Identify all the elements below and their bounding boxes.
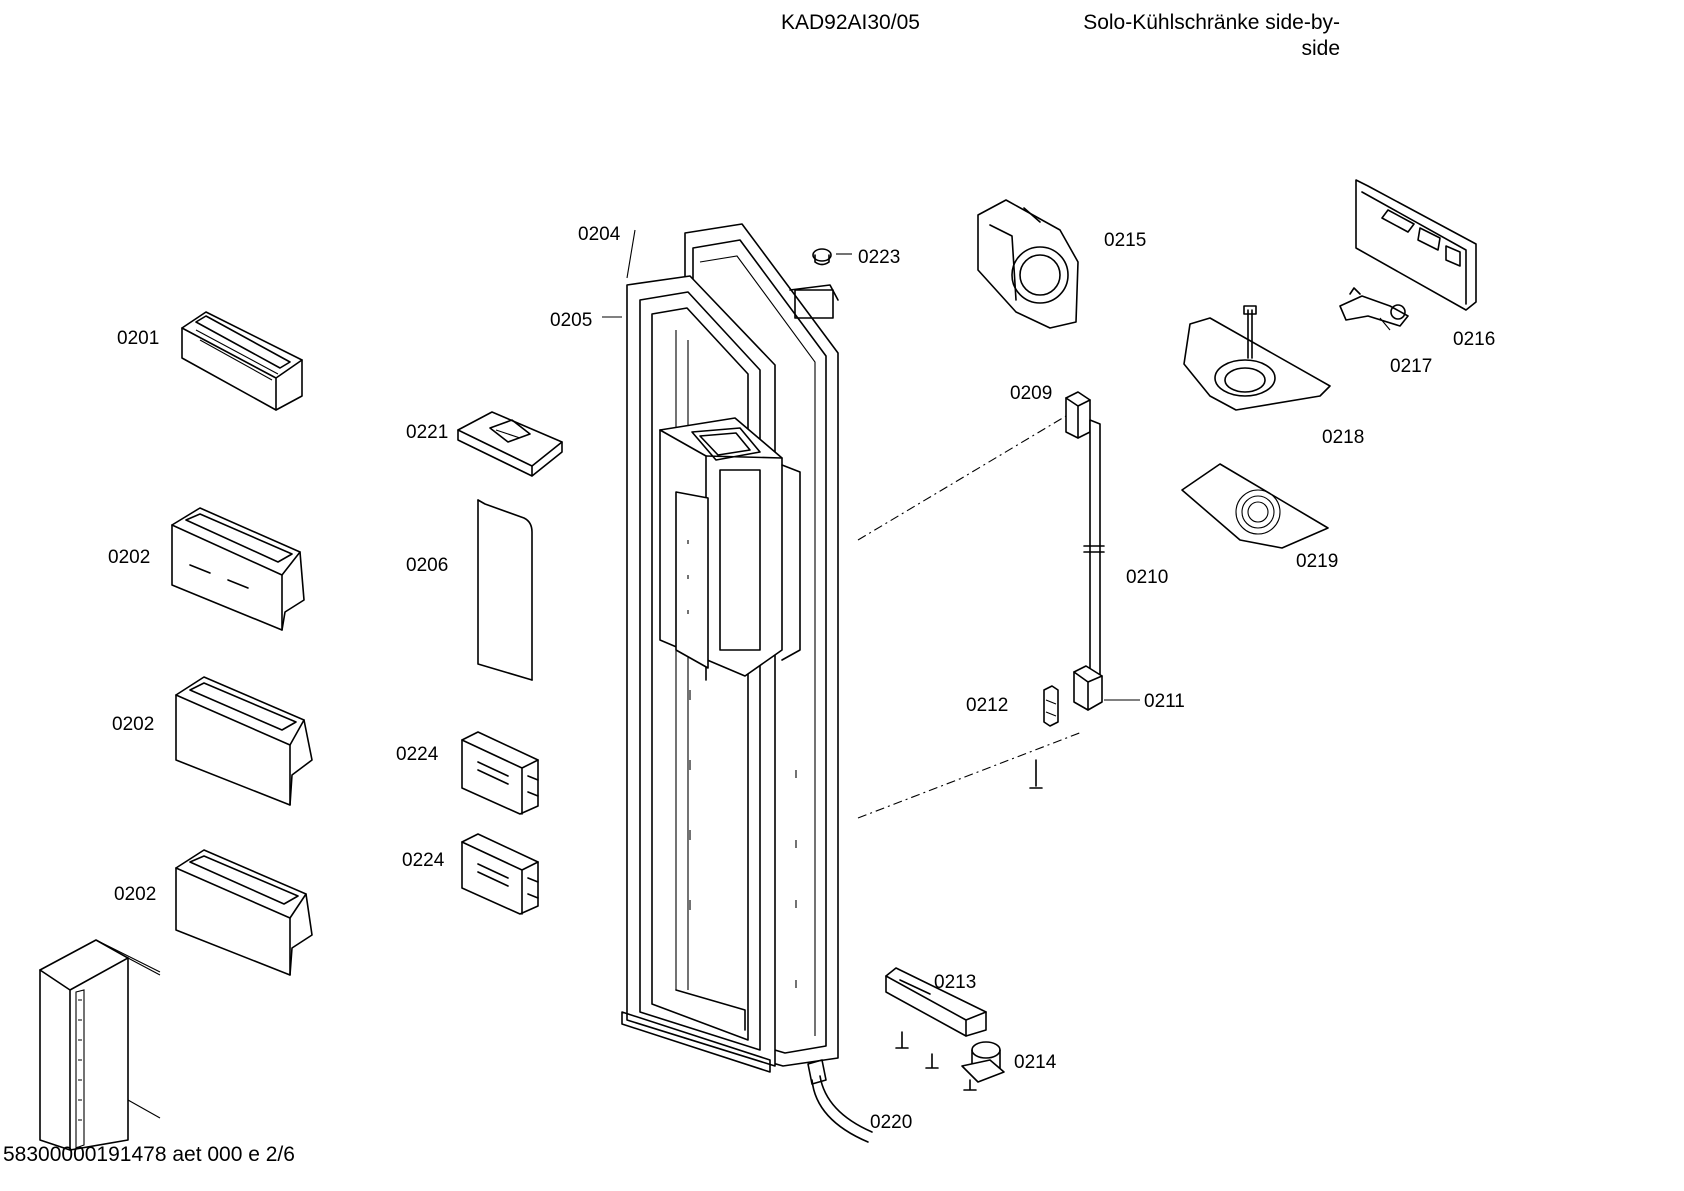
document-title-line-1: Solo-Kühlschränke side-by-	[1083, 11, 1340, 34]
callout-0214: 0214	[1014, 1052, 1057, 1073]
callout-0216: 0216	[1453, 329, 1495, 350]
callout-0223: 0223	[858, 247, 900, 268]
callout-0213: 0213	[934, 972, 976, 993]
hinge-part-0217	[1339, 287, 1409, 327]
cover-0224-top	[461, 731, 539, 815]
callout-0202-top: 0202	[108, 547, 150, 568]
plug-0223	[812, 248, 832, 266]
callout-0217: 0217	[1390, 356, 1432, 377]
door-shelf-0201	[181, 311, 303, 411]
callout-0211: 0211	[1144, 691, 1185, 712]
callout-0205: 0205	[550, 310, 592, 331]
screw	[1029, 759, 1043, 789]
side-panel	[39, 939, 161, 1151]
callout-0221: 0221	[406, 422, 448, 443]
hinge-0209	[1065, 391, 1091, 439]
bracket-0213	[885, 967, 987, 1037]
callout-0218: 0218	[1322, 427, 1364, 448]
cable-0220	[807, 1059, 873, 1143]
door-bin-0202-top	[171, 507, 305, 631]
strip-0210	[1083, 419, 1105, 677]
callout-0210: 0210	[1126, 567, 1168, 588]
document-number: 58300000191478 aet 000 e 2/6	[3, 1143, 295, 1166]
alignment-line-upper	[857, 415, 1067, 541]
callout-0202-middle: 0202	[112, 714, 154, 735]
callout-0202-bottom: 0202	[114, 884, 156, 905]
screws-lower	[895, 1031, 977, 1091]
callout-0224-bottom: 0224	[402, 850, 445, 871]
cover-0221	[457, 411, 563, 477]
callout-0224-top: 0224	[396, 744, 439, 765]
grill-cover-0219	[1181, 463, 1329, 549]
callout-0212: 0212	[966, 695, 1008, 716]
door-bin-0202-middle	[175, 676, 313, 806]
control-panel-0216	[1355, 179, 1477, 311]
cover-0206	[477, 499, 533, 681]
door-panel	[621, 223, 839, 1073]
model-number: KAD92AI30/05	[781, 11, 920, 34]
hinge-pin-0212	[1043, 685, 1059, 727]
callout-0201: 0201	[117, 328, 159, 349]
callout-0219: 0219	[1296, 551, 1338, 572]
hinge-cap-0214	[961, 1041, 1005, 1083]
tray-0218	[1183, 305, 1331, 411]
alignment-line-lower	[857, 731, 1083, 819]
document-title: Solo-Kühlschränke side-by- side	[1040, 10, 1340, 62]
callout-0215: 0215	[1104, 230, 1146, 251]
callout-0220: 0220	[870, 1112, 912, 1133]
fan-housing-0215	[977, 199, 1079, 329]
leader-lines	[602, 229, 1391, 701]
callout-0204: 0204	[578, 224, 621, 245]
cover-0224-bottom	[461, 833, 539, 915]
document-title-line-2: side	[1301, 37, 1340, 60]
callout-0206: 0206	[406, 555, 448, 576]
door-bin-0202-bottom	[175, 849, 313, 976]
hinge-0211	[1073, 665, 1103, 711]
callout-0209: 0209	[1010, 383, 1052, 404]
